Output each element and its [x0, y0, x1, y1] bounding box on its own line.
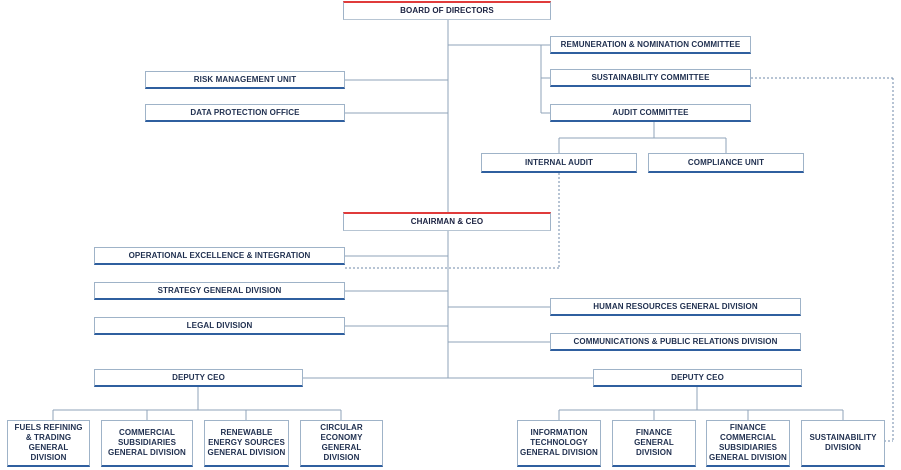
audit-committee-label: AUDIT COMMITTEE [612, 107, 689, 117]
human-resources-box: HUMAN RESOURCES GENERAL DIVISION [550, 298, 801, 316]
finance-division-label: FINANCE GENERAL DIVISION [634, 428, 674, 457]
operational-excellence-box: OPERATIONAL EXCELLENCE & INTEGRATION [94, 247, 345, 265]
renewable-energy-label: RENEWABLE ENERGY SOURCES GENERAL DIVISIO… [207, 428, 286, 457]
deputy-ceo-left-label: DEPUTY CEO [172, 372, 225, 382]
deputy-ceo-left-box: DEPUTY CEO [94, 369, 303, 387]
circular-economy-box: CIRCULAR ECONOMY GENERAL DIVISION [300, 420, 383, 467]
deputy-ceo-right-label: DEPUTY CEO [671, 372, 724, 382]
fuels-refining-label: FUELS REFINING & TRADING GENERAL DIVISIO… [14, 423, 83, 462]
strategy-division-label: STRATEGY GENERAL DIVISION [157, 285, 282, 295]
commercial-subsidiaries-label: COMMERCIAL SUBSIDIARIES GENERAL DIVISION [108, 428, 186, 457]
data-protection-box: DATA PROTECTION OFFICE [145, 104, 345, 122]
remuneration-committee-label: REMUNERATION & NOMINATION COMMITTEE [560, 39, 741, 49]
human-resources-label: HUMAN RESOURCES GENERAL DIVISION [593, 301, 758, 311]
sustainability-committee-label: SUSTAINABILITY COMMITTEE [591, 72, 710, 82]
data-protection-label: DATA PROTECTION OFFICE [190, 107, 300, 117]
strategy-division-box: STRATEGY GENERAL DIVISION [94, 282, 345, 300]
compliance-unit-box: COMPLIANCE UNIT [648, 153, 804, 173]
sustainability-division-label: SUSTAINABILITY DIVISION [809, 433, 877, 452]
chairman-ceo-box: CHAIRMAN & CEO [343, 212, 551, 231]
communications-label: COMMUNICATIONS & PUBLIC RELATIONS DIVISI… [573, 336, 778, 346]
legal-division-label: LEGAL DIVISION [186, 320, 253, 330]
sustainability-division-box: SUSTAINABILITY DIVISION [801, 420, 885, 467]
risk-management-box: RISK MANAGEMENT UNIT [145, 71, 345, 89]
finance-commercial-box: FINANCE COMMERCIAL SUBSIDIARIES GENERAL … [706, 420, 790, 467]
internal-audit-label: INTERNAL AUDIT [524, 157, 594, 167]
board-of-directors-box: BOARD OF DIRECTORS [343, 1, 551, 20]
remuneration-committee-box: REMUNERATION & NOMINATION COMMITTEE [550, 36, 751, 54]
finance-commercial-label: FINANCE COMMERCIAL SUBSIDIARIES GENERAL … [709, 423, 787, 462]
finance-division-box: FINANCE GENERAL DIVISION [612, 420, 696, 467]
sustainability-committee-box: SUSTAINABILITY COMMITTEE [550, 69, 751, 87]
information-technology-box: INFORMATION TECHNOLOGY GENERAL DIVISION [517, 420, 601, 467]
commercial-subsidiaries-box: COMMERCIAL SUBSIDIARIES GENERAL DIVISION [101, 420, 193, 467]
deputy-ceo-right-box: DEPUTY CEO [593, 369, 802, 387]
chairman-ceo-label: CHAIRMAN & CEO [410, 217, 484, 226]
communications-box: COMMUNICATIONS & PUBLIC RELATIONS DIVISI… [550, 333, 801, 351]
fuels-refining-box: FUELS REFINING & TRADING GENERAL DIVISIO… [7, 420, 90, 467]
information-technology-label: INFORMATION TECHNOLOGY GENERAL DIVISION [520, 428, 598, 457]
board-of-directors-label: BOARD OF DIRECTORS [400, 6, 494, 15]
legal-division-box: LEGAL DIVISION [94, 317, 345, 335]
circular-economy-label: CIRCULAR ECONOMY GENERAL DIVISION [320, 423, 363, 462]
operational-excellence-label: OPERATIONAL EXCELLENCE & INTEGRATION [128, 250, 311, 260]
risk-management-label: RISK MANAGEMENT UNIT [193, 74, 297, 84]
audit-committee-box: AUDIT COMMITTEE [550, 104, 751, 122]
compliance-unit-label: COMPLIANCE UNIT [687, 157, 765, 167]
renewable-energy-box: RENEWABLE ENERGY SOURCES GENERAL DIVISIO… [204, 420, 289, 467]
internal-audit-box: INTERNAL AUDIT [481, 153, 637, 173]
